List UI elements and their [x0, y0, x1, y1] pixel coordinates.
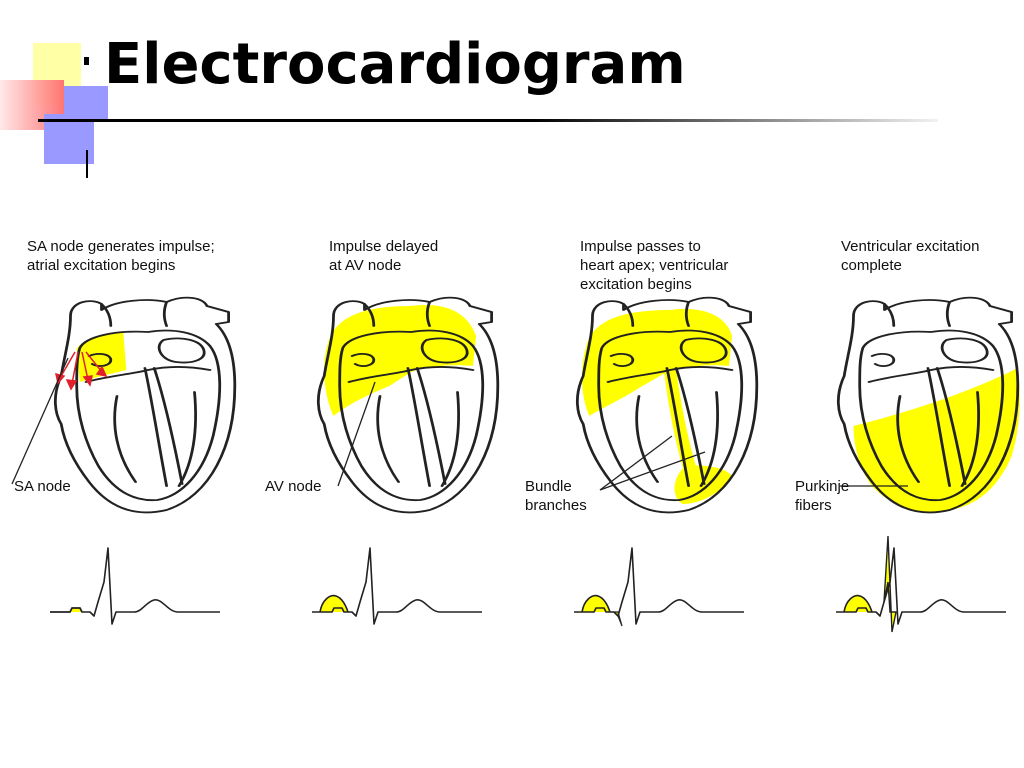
panel-1-ecg — [49, 547, 221, 625]
panel-4-ecg — [835, 535, 1007, 633]
purkinje-fibers-label: Purkinje fibers — [795, 478, 850, 514]
panel-1-heart-outline — [53, 296, 237, 514]
av-node-label: AV node — [265, 478, 322, 495]
sa-node-label: SA node — [14, 478, 71, 495]
bundle-branch-leader-line-2 — [599, 451, 706, 491]
slide-title: Electrocardiogram — [104, 32, 686, 97]
title-bullet-mark — [84, 57, 89, 65]
panel-2-caption: Impulse delayed at AV node — [329, 238, 439, 274]
bundle-branches-label: Bundle branches — [525, 478, 587, 514]
panel-3-caption: Impulse passes to heart apex; ventricula… — [580, 238, 729, 293]
sa-node-leader-line — [11, 357, 69, 485]
panel-1-heart — [76, 332, 127, 382]
panel-1-impulse-arrows — [55, 351, 108, 391]
panel-1-caption: SA node generates impulse; atrial excita… — [27, 238, 215, 274]
panel-2-ecg — [311, 547, 483, 625]
title-decoration-blue-square-lower — [44, 114, 94, 164]
bundle-branch-leader-line-1 — [599, 435, 673, 491]
bullet-stem — [86, 150, 88, 178]
panel-4-caption: Ventricular excitation complete — [841, 238, 980, 274]
av-node-leader-line — [337, 381, 376, 487]
panel-2-heart — [324, 305, 477, 416]
title-underline — [38, 119, 938, 122]
panel-3-ecg — [573, 547, 745, 627]
